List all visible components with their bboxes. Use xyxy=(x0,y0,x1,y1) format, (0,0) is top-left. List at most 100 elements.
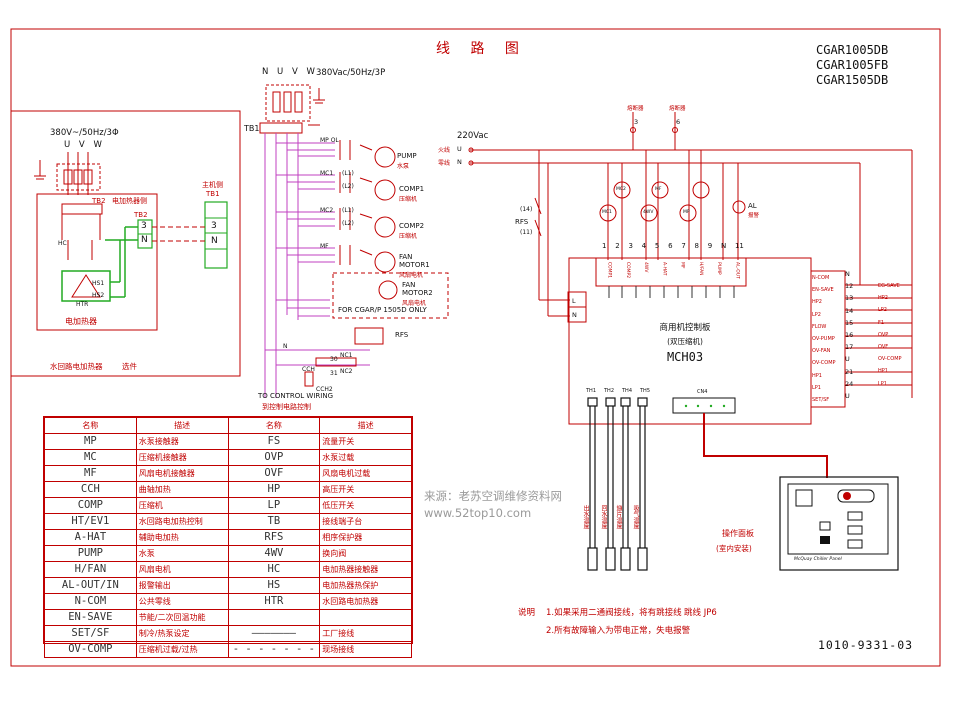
table-cell: 压缩机 xyxy=(135,497,229,514)
terminal-no: 5 xyxy=(654,242,660,250)
sensor-th1: TH1 xyxy=(586,388,596,394)
table-cell: COMP xyxy=(44,497,137,514)
input-name: LP2 xyxy=(812,311,821,318)
comp2-sub: 压缩机 xyxy=(399,233,418,240)
input-name: SET/SF xyxy=(812,397,830,404)
term-30: 30 xyxy=(330,356,338,363)
table-cell: N-COM xyxy=(44,593,137,610)
table-cell: 压缩机过载/过热 xyxy=(135,641,229,658)
table-cell: MC xyxy=(44,449,137,466)
input-name: OV-FAN xyxy=(812,348,831,355)
table-cell: HP xyxy=(227,481,321,498)
tb1-label: TB1 xyxy=(244,124,260,133)
sensor-desc-3: 翅片温度 xyxy=(615,505,622,529)
sensor-th5: TH5 xyxy=(640,388,650,394)
heater-phase-labels: U V W xyxy=(64,140,105,150)
table-cell: CCH xyxy=(44,481,137,498)
fan2-label: FAN MOTOR2 xyxy=(402,281,433,297)
table-cell: PUMP xyxy=(44,545,137,562)
table-cell: 压缩机接触器 xyxy=(135,449,229,466)
sensor-desc-2: 回水温度 xyxy=(600,505,607,529)
input-no: U xyxy=(845,392,850,401)
switch-label: OVF xyxy=(878,344,889,351)
terminal-numbers: 1 2 3 4 5 6 7 8 9 N 11 xyxy=(602,242,744,250)
table-cell: 制冷/热泵设定 xyxy=(135,625,229,642)
rfs-tag-a: (14) xyxy=(520,206,533,213)
controller-model: MCH03 xyxy=(666,350,704,364)
neutral-n: N xyxy=(457,158,462,166)
nc2-label: NC2 xyxy=(340,368,353,375)
input-no: U xyxy=(845,355,850,364)
input-no: 14 xyxy=(845,306,854,315)
terminal-no: N xyxy=(720,242,727,250)
input-name: HP1 xyxy=(812,372,822,379)
al-label: AL xyxy=(748,202,757,210)
terminal-name: COMP2 xyxy=(624,262,630,279)
main-supply-rating: 380Vac/50Hz/3P xyxy=(316,68,386,78)
table-cell: - - - - - - - xyxy=(227,641,321,658)
mc2-label: MC2 xyxy=(320,207,334,214)
hc-label: HC xyxy=(58,240,67,247)
fuse-b-label: 熔断器 xyxy=(669,106,686,112)
model-1: CGAR1005DB xyxy=(816,43,889,57)
model-2: CGAR1005FB xyxy=(816,58,889,72)
input-name: FLOW xyxy=(812,323,827,330)
table-cell: LP xyxy=(227,497,321,514)
note-2: 2.所有故障输入为带电正常，失电报警 xyxy=(546,626,691,636)
hs1-label: HS1 xyxy=(92,280,105,287)
input-no: 15 xyxy=(845,318,854,327)
fuse-a-label: 熔断器 xyxy=(627,106,644,112)
panel-label: 操作面板 xyxy=(722,529,754,538)
table-cell: TB xyxy=(227,513,321,530)
switch-label: LP1 xyxy=(878,380,887,387)
table-cell: 水回路电加热器 xyxy=(319,593,412,610)
terminal-no: 4 xyxy=(641,242,647,250)
table-cell: A-HAT xyxy=(44,529,137,546)
table-cell: HC xyxy=(227,561,321,578)
controller-n: N xyxy=(572,311,577,319)
switch-label: HP2 xyxy=(878,295,888,302)
table-cell: 风扇电机 xyxy=(135,561,229,578)
terminal-name: H/FAN xyxy=(697,262,703,276)
comp2-label: COMP2 xyxy=(399,222,425,230)
watermark-line2: www.52top10.com xyxy=(424,506,532,520)
fan1-label: FAN MOTOR1 xyxy=(399,253,430,269)
switch-label: LP2 xyxy=(878,307,887,314)
tb1-term-3: 3 xyxy=(211,221,217,231)
mf-label: MF xyxy=(320,243,329,250)
pump-label: PUMP xyxy=(397,152,417,160)
header-cell: 描述 xyxy=(135,417,229,434)
table-cell: 风扇电机过载 xyxy=(319,465,412,482)
al-sub: 报警 xyxy=(748,213,760,219)
input-name: OV-COMP xyxy=(812,360,836,367)
heater-side-label: 电加热器侧 xyxy=(112,197,147,205)
comp2-l2: (L2) xyxy=(342,220,354,227)
table-cell: HTR xyxy=(227,593,321,610)
table-cell: 接线端子台 xyxy=(319,513,412,530)
terminal-no: 2 xyxy=(615,242,620,250)
rfs-device-label: RFS xyxy=(395,331,409,339)
comp1-l2: (L2) xyxy=(342,183,354,190)
fuse-b-no: 6 xyxy=(676,118,681,126)
input-no: N xyxy=(845,270,850,278)
input-name: EN-SAVE xyxy=(812,287,834,294)
note-1: 1.如果采用二通阀接线，将有跳接线 xyxy=(546,608,682,618)
comp2-l1: (L1) xyxy=(342,207,354,214)
table-cell: 现场接线 xyxy=(319,641,412,658)
terminal-no: 6 xyxy=(668,242,673,250)
terminal-name: AL-OUT xyxy=(734,262,740,279)
model-3: CGAR1505DB xyxy=(816,73,889,87)
table-cell: AL-OUT/IN xyxy=(44,577,137,594)
controller-line1: 商用机控制板 xyxy=(659,323,711,333)
tb1-term-n: N xyxy=(211,236,218,246)
table-cell: RFS xyxy=(227,529,321,546)
